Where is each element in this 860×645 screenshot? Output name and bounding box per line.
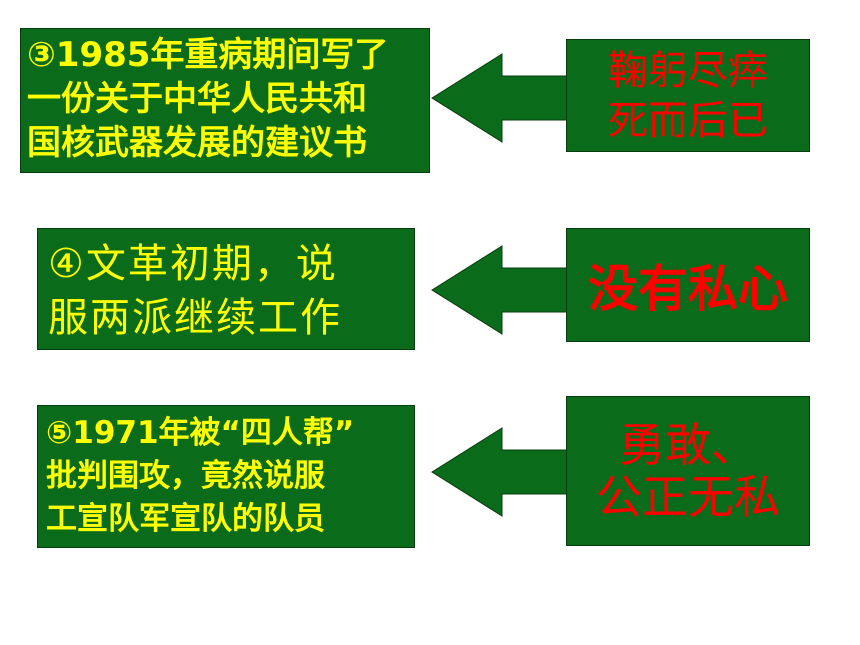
event-1-line-3: 国核武器发展的建议书 (27, 123, 367, 163)
event-2-line-1: ④文革初期，说 (48, 241, 338, 287)
quality-box-1: 鞠躬尽瘁 死而后已 (566, 39, 810, 152)
event-1-line-1: ③1985年重病期间写了 (27, 35, 389, 75)
quality-3-line-2: 公正无私 (596, 470, 780, 524)
event-box-1: ③1985年重病期间写了 一份关于中华人民共和 国核武器发展的建议书 (20, 28, 430, 173)
quality-box-2: 没有私心 (566, 228, 810, 342)
quality-1-line-1: 鞠躬尽瘁 (608, 47, 768, 94)
quality-2-line-1: 没有私心 (588, 260, 788, 318)
event-3-line-2: 批判围攻，竟然说服 (46, 458, 325, 494)
arrow-1-shape (431, 53, 569, 143)
event-box-3: ⑤1971年被“四人帮” 批判围攻，竟然说服 工宣队军宣队的队员 (37, 405, 415, 548)
arrow-1 (431, 53, 569, 143)
event-1-line-2: 一份关于中华人民共和 (27, 79, 367, 119)
event-3-line-1: ⑤1971年被“四人帮” (46, 415, 355, 451)
arrow-2 (431, 245, 569, 335)
event-2-line-2: 服两派继续工作 (48, 295, 342, 341)
arrow-3-shape (431, 427, 569, 517)
quality-1-line-2: 死而后已 (608, 97, 768, 144)
arrow-3 (431, 427, 569, 517)
event-3-line-3: 工宣队军宣队的队员 (46, 501, 325, 537)
quality-3-line-1: 勇敢、 (619, 418, 757, 472)
event-box-2: ④文革初期，说 服两派继续工作 (37, 228, 415, 350)
arrow-2-shape (431, 245, 569, 335)
quality-box-3: 勇敢、 公正无私 (566, 396, 810, 546)
